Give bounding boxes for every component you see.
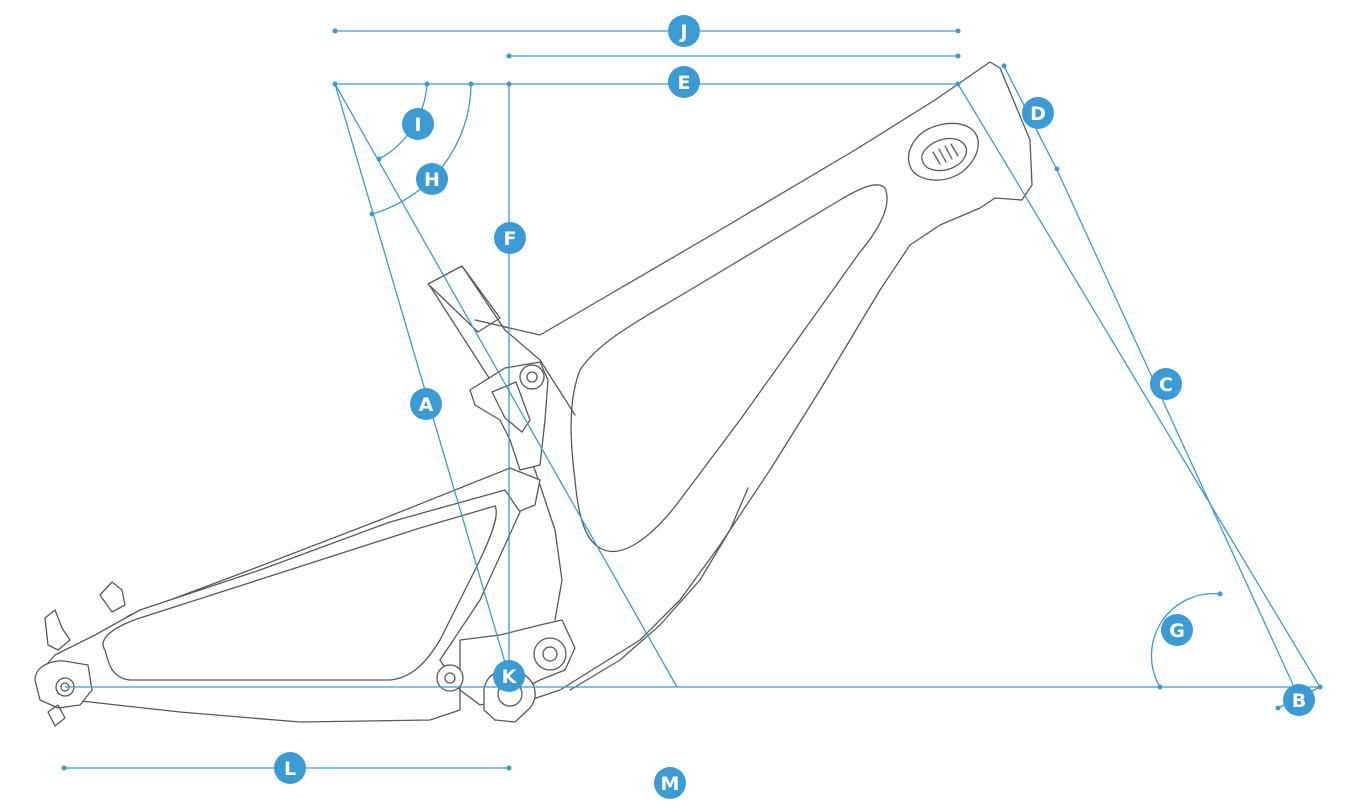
badge-k: K: [493, 660, 525, 692]
lower-link-pivot: [533, 637, 567, 671]
dim-dot: [1275, 705, 1281, 711]
dim-dot: [332, 28, 338, 34]
head-tube-badge: [907, 122, 979, 181]
svg-text:K: K: [502, 666, 518, 688]
dimension-badges: J E I H F D C A G K B L M: [274, 15, 1315, 799]
svg-text:J: J: [678, 21, 687, 43]
dim-dot: [376, 156, 382, 162]
svg-text:D: D: [1030, 103, 1046, 125]
badge-f: F: [494, 222, 526, 254]
dim-dot: [506, 53, 512, 59]
dim-dot: [369, 211, 375, 217]
svg-text:E: E: [678, 72, 691, 94]
dim-arc-h: [371, 83, 472, 215]
dim-dot: [955, 53, 961, 59]
dim-line-a: [334, 83, 510, 677]
dim-line-c: [1057, 171, 1301, 701]
rocker-link-window: [491, 381, 531, 433]
dim-dot: [1217, 591, 1223, 597]
dimension-lines: [61, 28, 1323, 771]
dim-line-head-angle: [957, 83, 1321, 688]
bike-frame-drawing: [34, 61, 1033, 727]
badge-i: I: [402, 108, 434, 140]
down-tube: [569, 487, 749, 691]
dropout-tab: [47, 704, 66, 727]
dim-dot: [61, 765, 67, 771]
dim-dot: [955, 28, 961, 34]
svg-text:L: L: [284, 758, 296, 780]
dim-dot: [1001, 63, 1007, 69]
svg-text:M: M: [661, 773, 680, 795]
head-tube-ribs: [932, 143, 959, 165]
svg-text:G: G: [1169, 620, 1185, 642]
chain-stay: [39, 489, 521, 723]
badge-e: E: [668, 66, 700, 98]
lower-link-pivot-inner: [542, 646, 558, 662]
dim-line-seat-angle: [334, 83, 678, 688]
seat-tube-edge: [461, 265, 576, 416]
badge-l: L: [274, 752, 306, 784]
chainstay-pivot-inner: [444, 672, 456, 684]
badge-g: G: [1161, 614, 1193, 646]
rocker-pivot-upper: [519, 364, 545, 390]
svg-text:F: F: [504, 228, 517, 250]
badge-j: J: [668, 15, 700, 47]
brake-mount: [99, 581, 126, 613]
rocker-pivot-upper-inner: [526, 371, 538, 383]
main-frame-outline: [474, 61, 1033, 701]
svg-text:I: I: [414, 114, 421, 136]
head-tube-badge-inner: [921, 137, 967, 172]
svg-text:B: B: [1292, 690, 1306, 712]
svg-text:H: H: [424, 169, 440, 191]
dim-dot: [1054, 166, 1060, 172]
dim-arc-g: [1150, 593, 1221, 688]
badge-c: C: [1150, 368, 1182, 400]
badge-h: H: [416, 163, 448, 195]
dim-dot: [506, 765, 512, 771]
chain-stay-window: [102, 505, 497, 681]
svg-text:C: C: [1159, 374, 1173, 396]
badge-m: M: [654, 767, 686, 799]
svg-text:A: A: [419, 394, 434, 416]
seat-tube: [429, 285, 563, 621]
seat-tube-top: [427, 265, 501, 333]
badge-a: A: [410, 388, 442, 420]
badge-d: D: [1022, 97, 1054, 129]
chainstay-pivot: [436, 664, 464, 692]
derailleur-hanger: [44, 609, 71, 651]
front-triangle-window: [570, 184, 888, 553]
badge-b: B: [1283, 684, 1315, 716]
